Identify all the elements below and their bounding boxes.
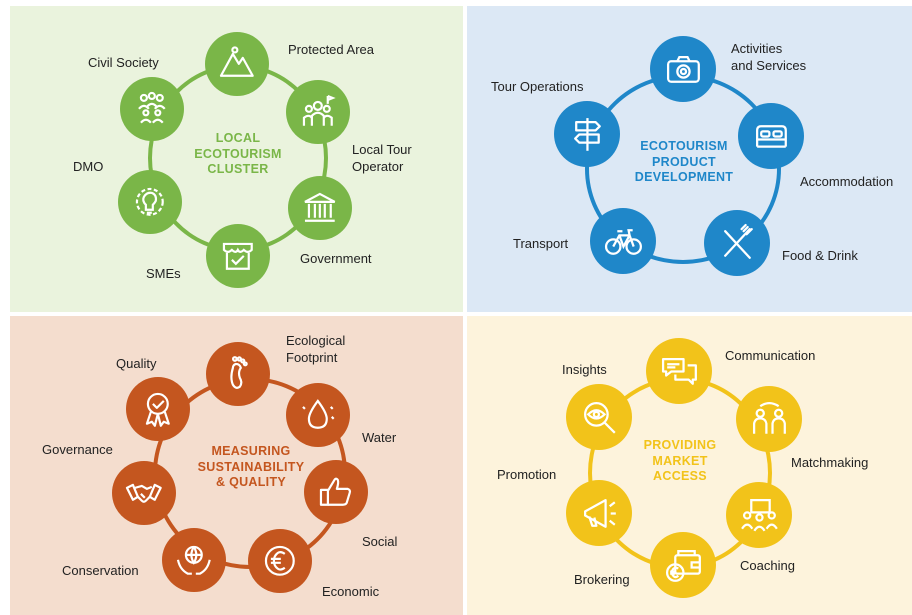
mountain-icon bbox=[220, 46, 254, 77]
label-economic: Economic bbox=[322, 584, 380, 599]
label-transport: Transport bbox=[513, 236, 569, 251]
label-coaching: Coaching bbox=[740, 558, 795, 573]
camera-icon bbox=[666, 55, 700, 83]
node-civil-society bbox=[120, 77, 184, 141]
sustainability-title: MEASURING SUSTAINABILITY & QUALITY bbox=[197, 444, 305, 490]
people-group-icon bbox=[138, 92, 166, 124]
market-access-title: PROVIDING MARKET ACCESS bbox=[643, 438, 717, 484]
label-smes: SMEs bbox=[146, 266, 181, 281]
tour-group-icon bbox=[303, 95, 336, 126]
government-building-icon bbox=[304, 192, 336, 222]
thumbs-up-icon bbox=[320, 477, 352, 506]
label-social: Social bbox=[362, 534, 398, 549]
node-activities-services bbox=[650, 36, 716, 102]
label-quality: Quality bbox=[116, 356, 157, 371]
node-transport bbox=[590, 208, 656, 274]
shop-icon bbox=[223, 242, 253, 270]
label-conservation: Conservation bbox=[62, 563, 139, 578]
signpost-icon bbox=[573, 117, 601, 151]
label-tour-operations: Tour Operations bbox=[491, 79, 584, 94]
node-social bbox=[304, 460, 368, 524]
magnifier-eye-icon bbox=[583, 401, 616, 434]
label-water: Water bbox=[362, 430, 397, 445]
label-brokering: Brokering bbox=[574, 572, 630, 587]
node-smes bbox=[206, 224, 270, 288]
node-conservation bbox=[162, 528, 226, 592]
globe-hands-icon bbox=[177, 546, 211, 575]
label-governance: Governance bbox=[42, 442, 113, 457]
label-local-tour-operator: Local Tour Operator bbox=[352, 142, 412, 174]
label-communication: Communication bbox=[725, 348, 816, 363]
node-local-tour-operator bbox=[286, 80, 350, 144]
coaching-icon bbox=[740, 498, 778, 531]
fork-knife-icon bbox=[723, 223, 753, 259]
chat-bubbles-icon bbox=[661, 357, 697, 385]
node-matchmaking bbox=[736, 386, 802, 452]
label-ecological-footprint: Ecological Footprint bbox=[286, 333, 346, 365]
label-protected-area: Protected Area bbox=[288, 42, 374, 57]
node-insights bbox=[566, 384, 632, 450]
bed-icon bbox=[755, 124, 787, 148]
node-tour-operations bbox=[554, 101, 620, 167]
node-promotion bbox=[566, 480, 632, 546]
local-cluster-title: LOCAL ECOTOURISM CLUSTER bbox=[194, 131, 282, 177]
node-economic bbox=[248, 529, 312, 593]
node-coaching bbox=[726, 482, 792, 548]
lightbulb-gear-icon bbox=[136, 188, 164, 216]
megaphone-icon bbox=[583, 498, 616, 528]
label-activities-services: Activities and Services bbox=[731, 41, 807, 73]
euro-icon bbox=[265, 546, 295, 576]
label-food-drink: Food & Drink bbox=[782, 248, 858, 263]
water-drop-icon bbox=[302, 399, 335, 429]
node-governance bbox=[112, 461, 176, 525]
handshake-icon bbox=[126, 483, 162, 504]
node-dmo bbox=[118, 170, 182, 234]
label-dmo: DMO bbox=[73, 159, 104, 174]
label-promotion: Promotion bbox=[497, 467, 557, 482]
node-government bbox=[288, 176, 352, 240]
node-food-drink bbox=[704, 210, 770, 276]
footprint-icon bbox=[230, 356, 248, 390]
node-water bbox=[286, 383, 350, 447]
label-civil-society: Civil Society bbox=[88, 55, 159, 70]
node-brokering bbox=[650, 532, 716, 598]
node-ecological-footprint bbox=[206, 342, 270, 406]
bicycle-icon bbox=[604, 228, 642, 255]
node-communication bbox=[646, 338, 712, 404]
label-accommodation: Accommodation bbox=[800, 174, 894, 189]
product-development-title: ECOTOURISM PRODUCT DEVELOPMENT bbox=[634, 139, 734, 185]
node-quality bbox=[126, 377, 190, 441]
node-accommodation bbox=[738, 103, 804, 169]
award-icon bbox=[145, 393, 170, 427]
label-insights: Insights bbox=[562, 362, 607, 377]
label-matchmaking: Matchmaking bbox=[791, 455, 869, 470]
label-government: Government bbox=[300, 251, 372, 266]
matchmaking-icon bbox=[752, 401, 786, 434]
node-protected-area bbox=[205, 32, 269, 96]
wallet-euro-icon bbox=[665, 549, 701, 582]
